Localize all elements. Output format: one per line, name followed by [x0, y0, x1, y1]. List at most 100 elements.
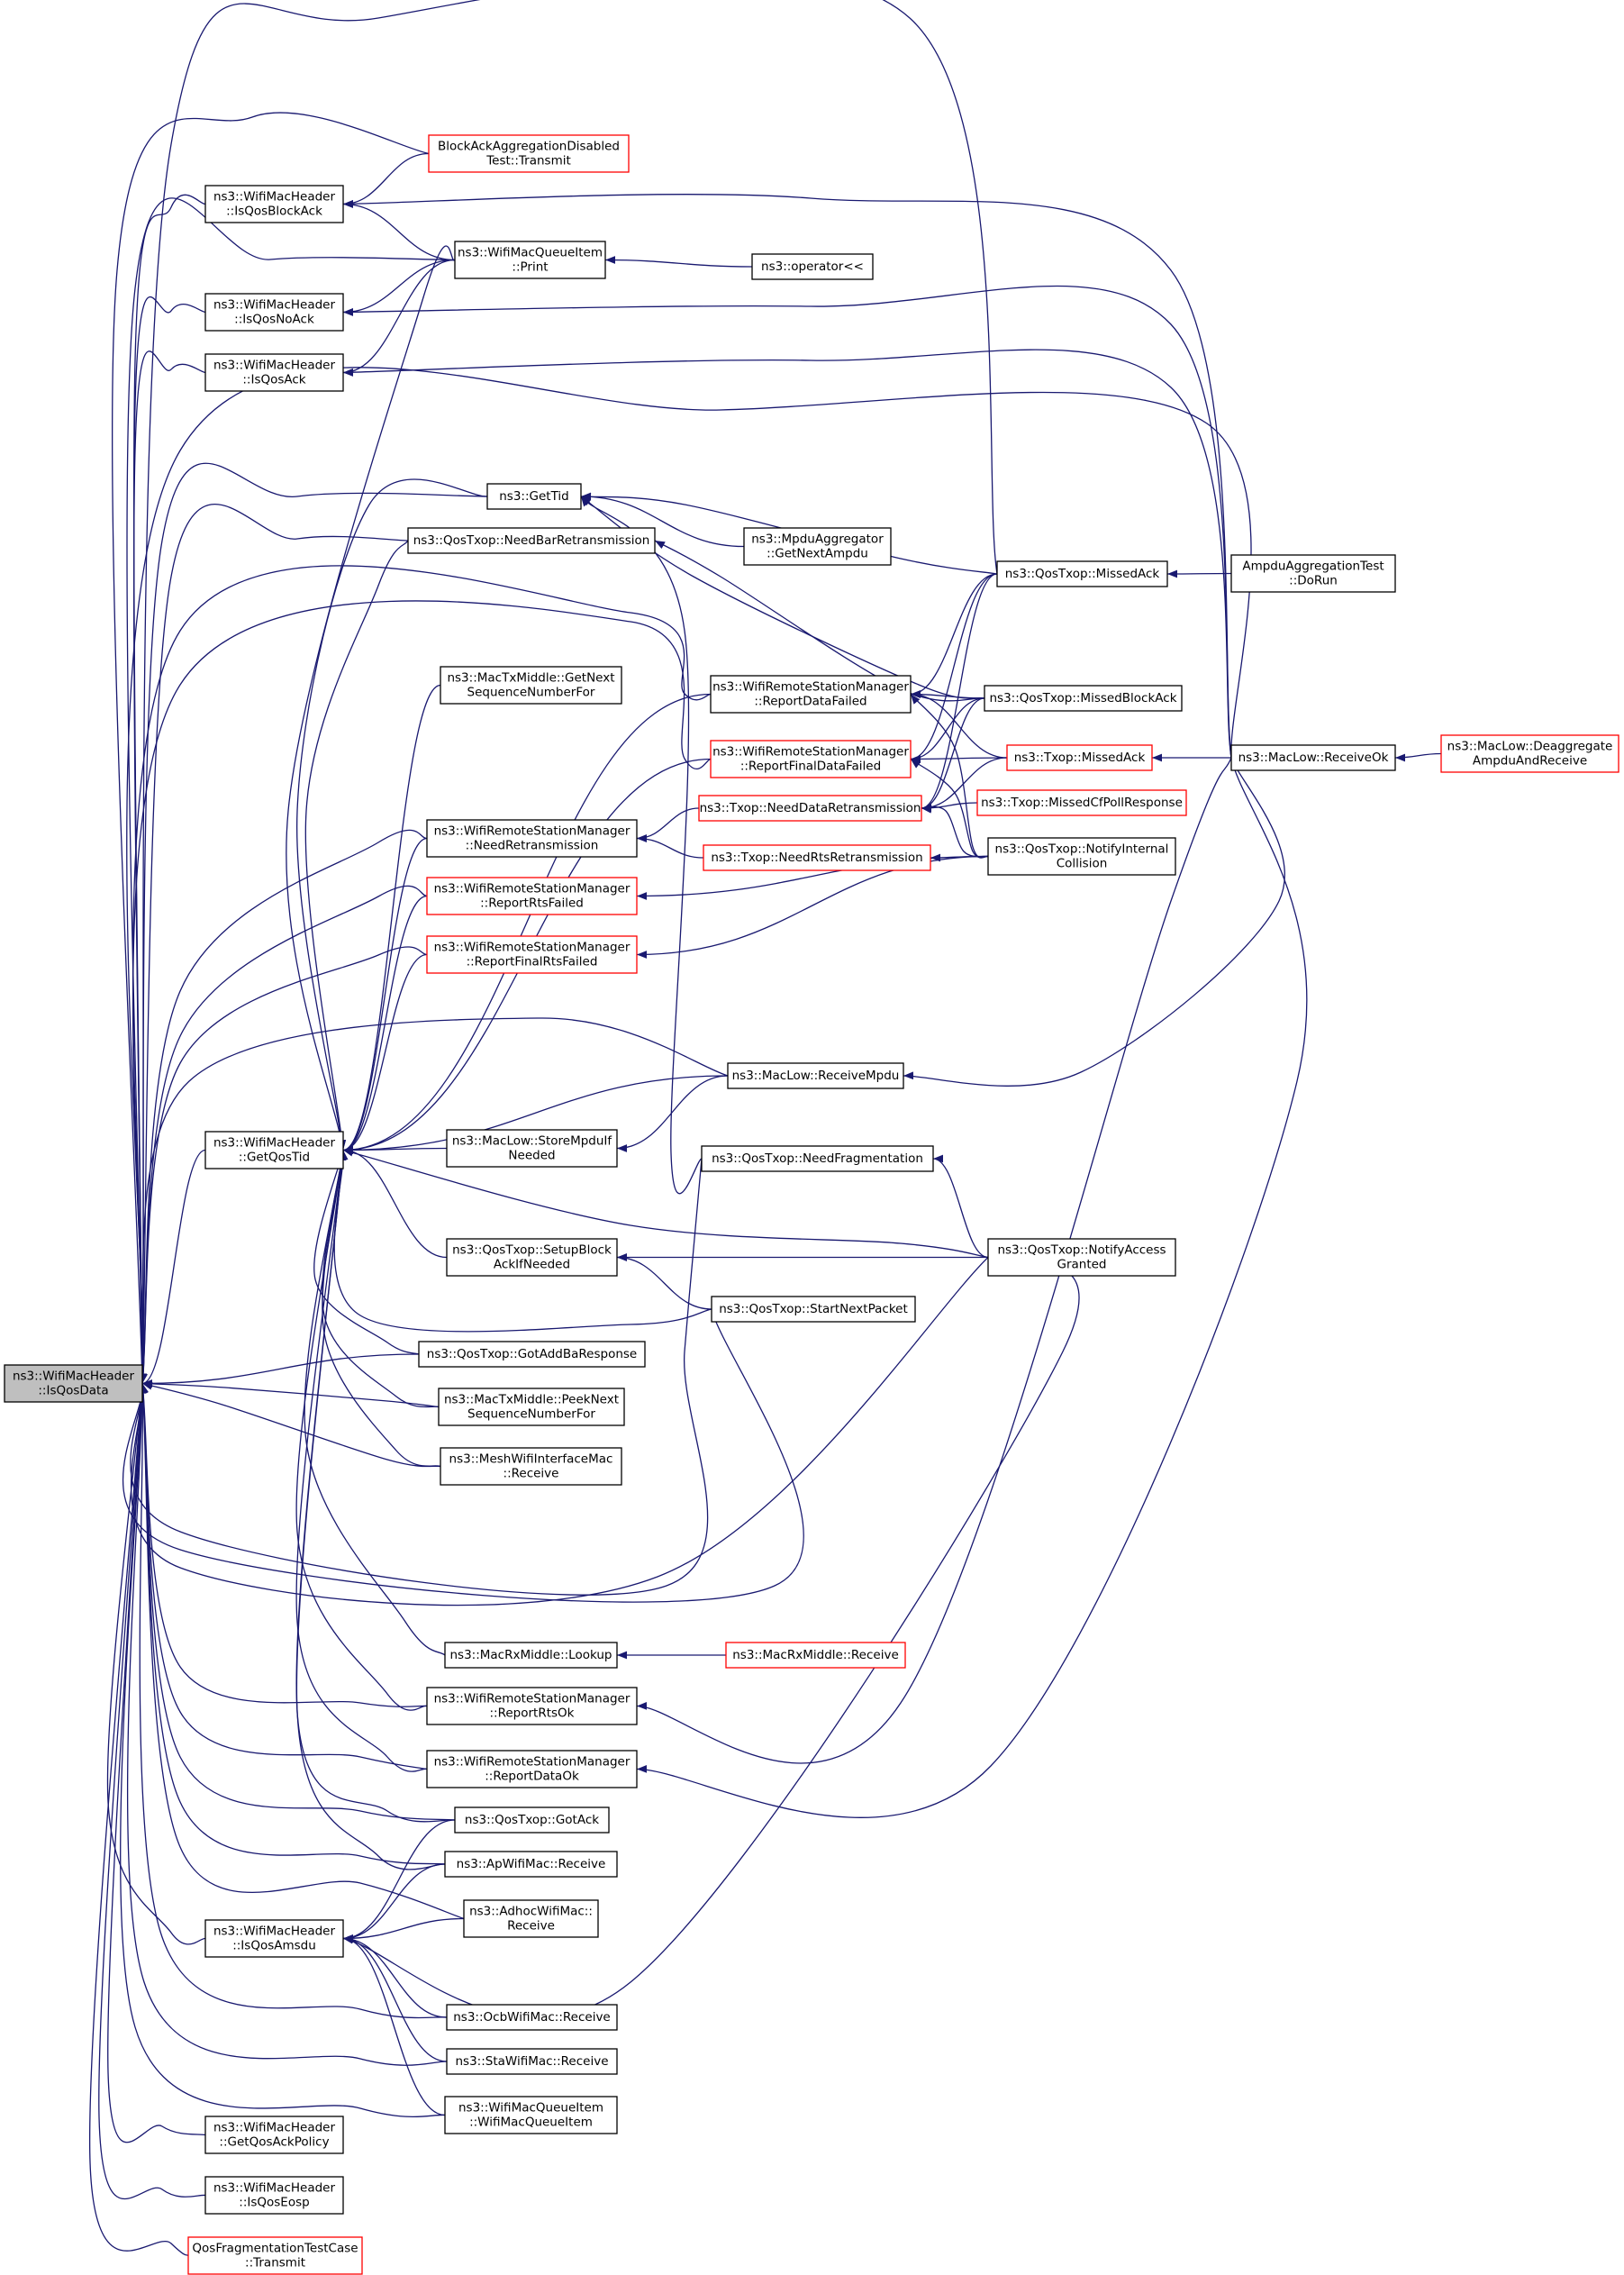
edge-is-qos-data-to-report-rts-ok: [140, 1383, 428, 1707]
node-is-qos-data[interactable]: ns3::WifiMacHeader::IsQosData: [4, 1364, 143, 1403]
edge-get-tid-to-mpdu-agg: [580, 492, 745, 548]
node-is-qos-amsdu[interactable]: ns3::WifiMacHeader::IsQosAmsdu: [204, 1919, 344, 1958]
edge-get-qos-tid-to-need-retx: [342, 837, 428, 1154]
node-box: [454, 1806, 610, 1834]
node-box: [440, 1447, 622, 1486]
node-block-ack-dis[interactable]: BlockAckAggregationDisabledTest::Transmi…: [428, 134, 630, 173]
node-label: ns3::MacLow::Deaggregate: [1447, 740, 1613, 754]
node-box: [426, 819, 638, 858]
node-label: Needed: [508, 1149, 555, 1163]
node-report-rts-ok[interactable]: ns3::WifiRemoteStationManager::ReportRts…: [426, 1687, 638, 1725]
node-mac-tx-get-next[interactable]: ns3::MacTxMiddle::GetNextSequenceNumberF…: [440, 666, 622, 705]
node-ampdu-test[interactable]: AmpduAggregationTest::DoRun: [1230, 554, 1396, 593]
edge-get-qos-tid-to-setup-block-ack: [342, 1146, 448, 1259]
node-label: ns3::WifiMacHeader: [213, 2121, 336, 2135]
node-ocb-receive[interactable]: ns3::OcbWifiMac::Receive: [446, 2004, 618, 2031]
node-box: [987, 837, 1176, 876]
node-need-retx[interactable]: ns3::WifiRemoteStationManager::NeedRetra…: [426, 819, 638, 858]
node-qos-missed-ack[interactable]: ns3::QosTxop::MissedAck: [996, 560, 1168, 587]
edge-setup-block-ack-to-start-next: [616, 1253, 712, 1310]
node-report-final-rts-failed[interactable]: ns3::WifiRemoteStationManager::ReportFin…: [426, 935, 638, 974]
node-label: ::NeedRetransmission: [466, 839, 599, 853]
node-is-qos-block-ack[interactable]: ns3::WifiMacHeader::IsQosBlockAck: [204, 185, 344, 223]
node-box: [463, 1899, 599, 1938]
node-peek-next[interactable]: ns3::MacTxMiddle::PeekNextSequenceNumber…: [438, 1388, 625, 1426]
node-label: ns3::MacTxMiddle::PeekNext: [444, 1393, 619, 1407]
node-is-qos-no-ack[interactable]: ns3::WifiMacHeader::IsQosNoAck: [204, 293, 344, 332]
node-rx-middle-receive[interactable]: ns3::MacRxMiddle::Receive: [725, 1642, 906, 1669]
node-txop-need-data-retx[interactable]: ns3::Txop::NeedDataRetransmission: [698, 795, 922, 822]
node-report-rts-failed[interactable]: ns3::WifiRemoteStationManager::ReportRts…: [426, 877, 638, 915]
edge-is-qos-data-to-is-qos-ack: [132, 350, 206, 1384]
node-qos-missed-block-ack[interactable]: ns3::QosTxop::MissedBlockAck: [984, 685, 1183, 712]
node-is-qos-ack[interactable]: ns3::WifiMacHeader::IsQosAck: [204, 353, 344, 392]
node-label: ns3::WifiRemoteStationManager: [712, 745, 909, 760]
node-report-data-failed[interactable]: ns3::WifiRemoteStationManager::ReportDat…: [710, 675, 912, 714]
edge-is-qos-data-to-get-qos-ack-policy: [107, 1383, 206, 2143]
node-report-final-data-failed[interactable]: ns3::WifiRemoteStationManager::ReportFin…: [710, 740, 912, 778]
edge-get-qos-tid-to-report-rts-ok: [295, 1150, 428, 1711]
edge-is-qos-data-to-is-qos-block-ack: [132, 194, 206, 1384]
node-got-ack[interactable]: ns3::QosTxop::GotAck: [454, 1806, 610, 1834]
node-label: ns3::MacLow::StoreMpduIf: [452, 1134, 613, 1149]
node-op-less[interactable]: ns3::operator<<: [751, 253, 874, 280]
node-report-data-ok[interactable]: ns3::WifiRemoteStationManager::ReportDat…: [426, 1750, 638, 1788]
node-got-add-ba[interactable]: ns3::QosTxop::GotAddBaResponse: [418, 1341, 646, 1368]
node-label: ns3::QosTxop::MissedAck: [1005, 567, 1160, 581]
edge-report-final-rts-failed-to-notify-internal: [636, 855, 989, 959]
edge-get-qos-tid-to-lookup: [304, 1150, 446, 1656]
node-box: [204, 1919, 344, 1958]
edge-get-qos-tid-to-mesh-receive: [322, 1150, 441, 1468]
node-label: ns3::WifiMacHeader: [213, 190, 336, 205]
edge-get-qos-tid-to-receive-mpdu: [342, 1075, 729, 1154]
node-is-qos-eosp[interactable]: ns3::WifiMacHeader::IsQosEosp: [204, 2176, 344, 2215]
edge-is-qos-data-to-wmqictor: [120, 1383, 446, 2118]
node-missed-cf-poll[interactable]: ns3::Txop::MissedCfPollResponse: [976, 789, 1187, 816]
node-label: AmpduAggregationTest: [1242, 560, 1384, 574]
node-label: ns3::Txop::MissedCfPollResponse: [981, 796, 1183, 810]
node-label: ns3::WifiRemoteStationManager: [434, 1692, 631, 1706]
node-get-qos-ack-policy[interactable]: ns3::WifiMacHeader::GetQosAckPolicy: [204, 2116, 344, 2154]
node-label: Test::Transmit: [485, 154, 571, 168]
node-adhoc-receive[interactable]: ns3::AdhocWifiMac::Receive: [463, 1899, 599, 1938]
node-need-frag[interactable]: ns3::QosTxop::NeedFragmentation: [701, 1145, 934, 1172]
node-label: ns3::MacTxMiddle::GetNext: [447, 671, 614, 686]
node-get-tid[interactable]: ns3::GetTid: [486, 483, 582, 510]
edge-is-qos-amsdu-to-got-ack: [342, 1819, 456, 1943]
node-mac-low-receive-ok[interactable]: ns3::MacLow::ReceiveOk: [1230, 744, 1396, 771]
node-mpdu-agg[interactable]: ns3::MpduAggregator::GetNextAmpdu: [743, 527, 892, 566]
node-ap-receive[interactable]: ns3::ApWifiMac::Receive: [444, 1851, 618, 1878]
node-box: [701, 1145, 934, 1172]
edge-get-qos-tid-to-report-final-rts-failed: [342, 953, 428, 1154]
edge-is-qos-data-to-peek-next: [141, 1379, 440, 1408]
node-box: [698, 795, 922, 822]
node-box: [486, 483, 582, 510]
node-wmqictor[interactable]: ns3::WifiMacQueueItem::WifiMacQueueItem: [444, 2096, 618, 2134]
node-label: ns3::QosTxop::NeedBarRetransmission: [413, 533, 650, 548]
node-start-next[interactable]: ns3::QosTxop::StartNextPacket: [711, 1296, 916, 1323]
node-qos-frag-test[interactable]: QosFragmentationTestCase::Transmit: [187, 2236, 363, 2275]
node-txop-missed-ack[interactable]: ns3::Txop::MissedAck: [1006, 744, 1153, 771]
node-label: ::ReportDataOk: [485, 1770, 579, 1784]
node-receive-mpdu[interactable]: ns3::MacLow::ReceiveMpdu: [727, 1062, 904, 1089]
node-get-qos-tid[interactable]: ns3::WifiMacHeader::GetQosTid: [204, 1131, 344, 1169]
node-need-bar-retx[interactable]: ns3::QosTxop::NeedBarRetransmission: [407, 527, 656, 554]
node-txop-need-rts[interactable]: ns3::Txop::NeedRtsRetransmission: [703, 844, 931, 871]
node-label: ns3::MacLow::ReceiveMpdu: [732, 1069, 900, 1083]
node-mesh-receive[interactable]: ns3::MeshWifiInterfaceMac::Receive: [440, 1447, 622, 1486]
node-box: [426, 877, 638, 915]
edge-is-qos-data-to-get-qos-tid: [141, 1149, 206, 1388]
edge-receive-mpdu-to-mac-low-receive-ok: [903, 757, 1285, 1087]
node-label: ns3::WifiMacHeader: [213, 359, 336, 373]
node-label: ns3::QosTxop::SetupBlock: [452, 1243, 612, 1258]
node-sta-receive[interactable]: ns3::StaWifiMac::Receive: [446, 2048, 618, 2075]
node-wmqiprint[interactable]: ns3::WifiMacQueueItem::Print: [454, 241, 606, 279]
node-label: ns3::QosTxop::MissedBlockAck: [989, 691, 1176, 705]
node-lookup[interactable]: ns3::MacRxMiddle::Lookup: [444, 1642, 618, 1669]
node-box: [204, 353, 344, 392]
